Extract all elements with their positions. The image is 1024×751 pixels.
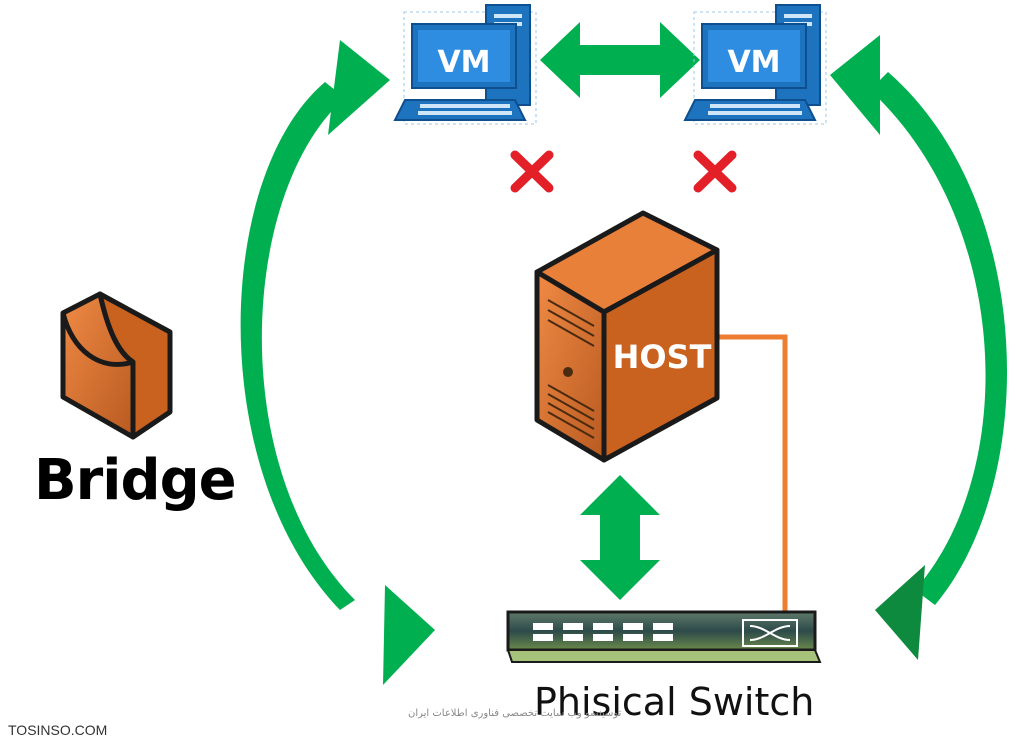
switch-icon bbox=[506, 610, 822, 663]
vm-right-label: VM bbox=[727, 45, 780, 80]
switch-label: Phisical Switch bbox=[534, 680, 815, 724]
blocked-cross-icon-left bbox=[510, 150, 554, 193]
host-to-switch-double-arrow-icon bbox=[580, 475, 660, 600]
watermark: TOSINSO.COM bbox=[8, 722, 108, 738]
bridge-icon bbox=[60, 291, 173, 440]
host-server-icon bbox=[534, 210, 720, 463]
host-label: HOST bbox=[613, 338, 712, 376]
vm-left-label: VM bbox=[437, 45, 490, 80]
host-switch-link bbox=[712, 334, 788, 612]
left-curved-double-arrow-icon bbox=[240, 40, 435, 685]
vm-to-vm-double-arrow-icon bbox=[540, 22, 700, 98]
vm-right-computer-icon bbox=[683, 4, 827, 125]
vm-left-computer-icon bbox=[393, 4, 537, 125]
watermark-persian: توسینسو وب سایت تخصصی فناوری اطلاعات ایر… bbox=[408, 708, 622, 719]
bridge-label: Bridge bbox=[34, 448, 237, 513]
blocked-cross-icon-right bbox=[693, 150, 737, 193]
right-curved-double-arrow-icon bbox=[830, 35, 1008, 660]
